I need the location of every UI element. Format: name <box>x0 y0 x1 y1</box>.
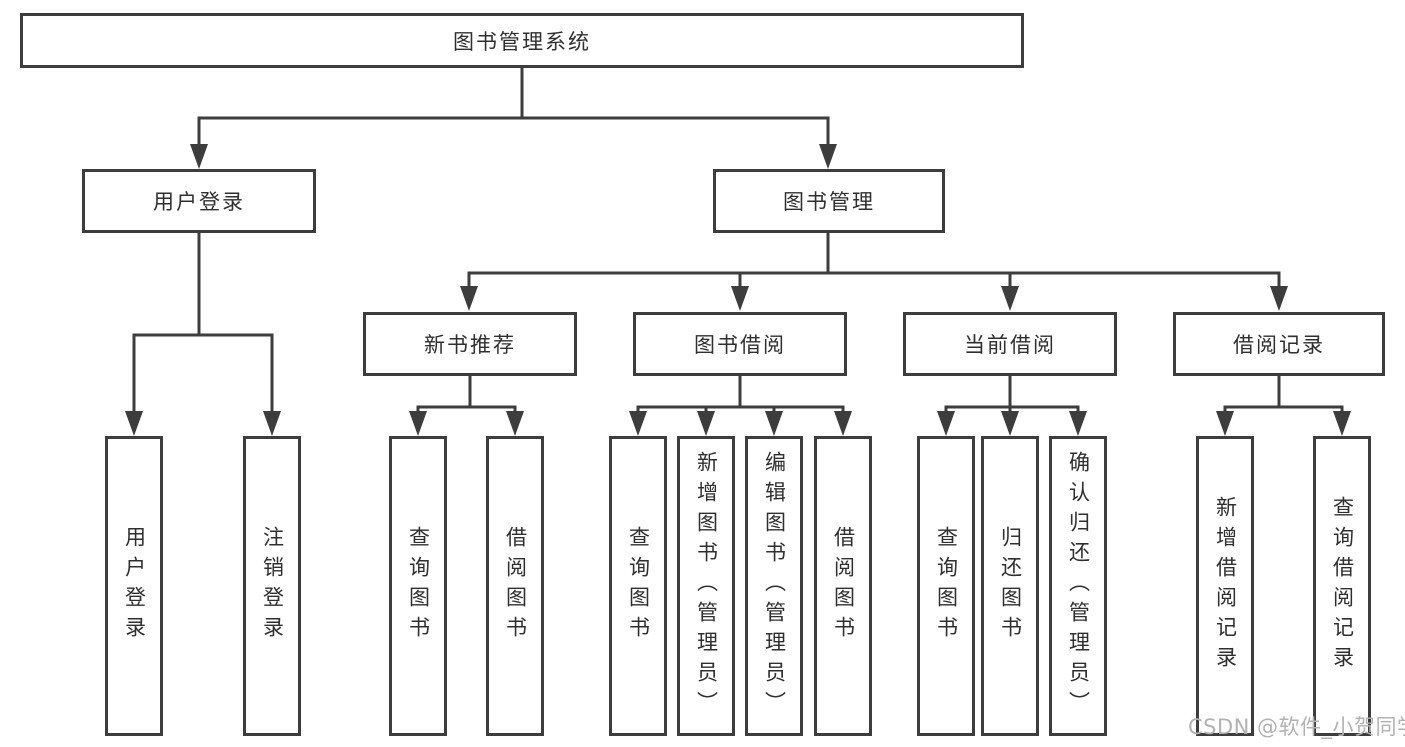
node-label: 图书借阅 <box>694 333 786 357</box>
node-label: 确认归还（管理员） <box>1066 451 1091 721</box>
node-label: 借阅图书 <box>503 526 528 646</box>
node-label: 编辑图书（管理员） <box>762 451 787 721</box>
node-user-login: 用户登录 <box>82 169 316 233</box>
node-book-management: 图书管理 <box>713 169 945 233</box>
node-label: 当前借阅 <box>964 333 1056 357</box>
node-label: 用户登录 <box>153 190 245 214</box>
leaf-query-books-recommend: 查询图书 <box>389 436 447 736</box>
node-label: 借阅图书 <box>831 526 856 646</box>
leaf-confirm-return-admin: 确认归还（管理员） <box>1049 436 1107 736</box>
leaf-borrow-books-recommend: 借阅图书 <box>486 436 544 736</box>
node-label: 查询图书 <box>406 526 431 646</box>
node-label: 图书管理系统 <box>453 29 591 54</box>
node-new-book-recommendation: 新书推荐 <box>363 312 577 376</box>
leaf-user-login: 用户登录 <box>105 436 163 736</box>
node-current-borrowing: 当前借阅 <box>903 312 1117 376</box>
node-label: 新书推荐 <box>424 333 516 357</box>
node-label: 用户登录 <box>122 526 147 646</box>
node-borrowing-records: 借阅记录 <box>1173 312 1385 376</box>
leaf-query-books-current: 查询图书 <box>917 436 975 736</box>
node-label: 借阅记录 <box>1233 333 1325 357</box>
leaf-borrow-books: 借阅图书 <box>814 436 872 736</box>
leaf-edit-book-admin: 编辑图书（管理员） <box>745 436 803 736</box>
leaf-logout: 注销登录 <box>243 436 301 736</box>
node-label: 新增借阅记录 <box>1213 496 1238 676</box>
leaf-add-book-admin: 新增图书（管理员） <box>677 436 735 736</box>
leaf-query-books-borrow: 查询图书 <box>609 436 667 736</box>
leaf-add-borrow-record: 新增借阅记录 <box>1196 436 1254 736</box>
node-label: 注销登录 <box>260 526 285 646</box>
leaf-query-borrow-record: 查询借阅记录 <box>1313 436 1371 736</box>
node-label: 新增图书（管理员） <box>694 451 719 721</box>
node-library-management-system: 图书管理系统 <box>20 13 1024 68</box>
leaf-return-book: 归还图书 <box>981 436 1039 736</box>
node-label: 归还图书 <box>998 526 1023 646</box>
node-label: 查询借阅记录 <box>1330 496 1355 676</box>
node-label: 查询图书 <box>626 526 651 646</box>
watermark: CSDN @软件_小贺同学 <box>1188 715 1405 739</box>
node-book-borrowing: 图书借阅 <box>633 312 847 376</box>
node-label: 查询图书 <box>934 526 959 646</box>
node-label: 图书管理 <box>783 190 875 214</box>
